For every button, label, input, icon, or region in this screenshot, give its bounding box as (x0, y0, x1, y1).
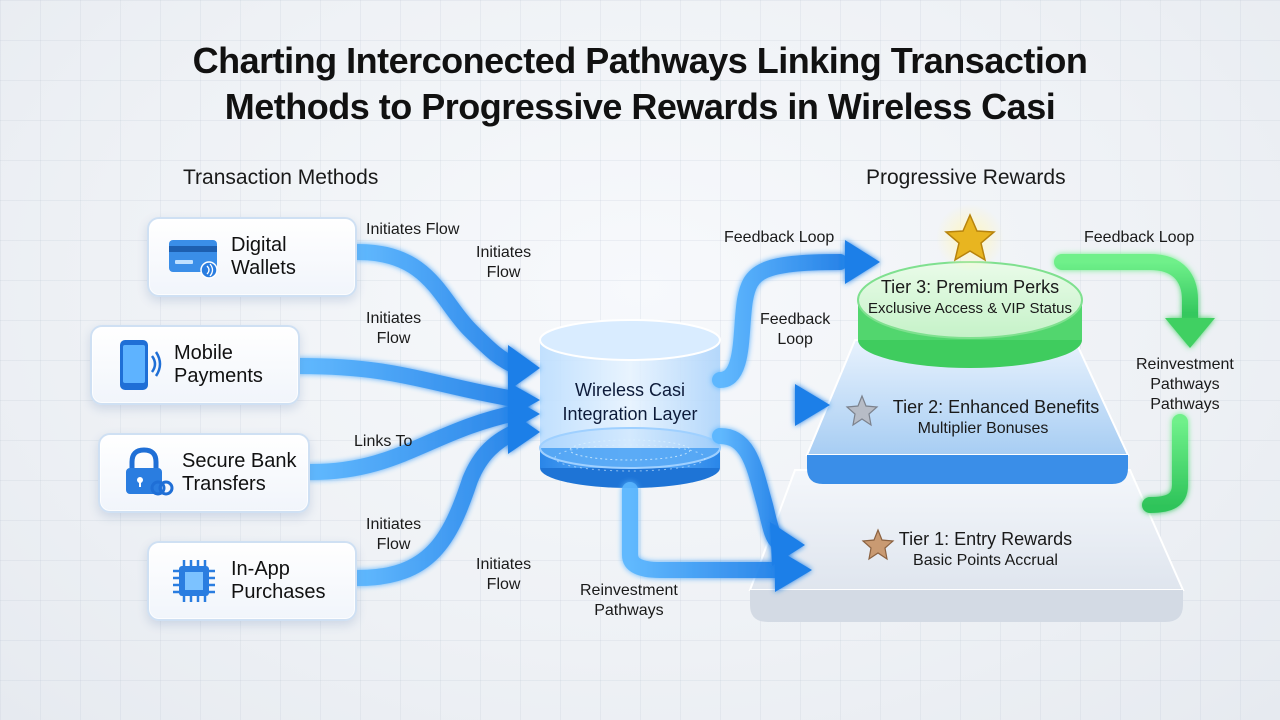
method-label-mobile: Mobile Payments (174, 342, 263, 387)
label-initiates-flow-4: Initiates Flow (366, 516, 422, 553)
tier-1-title: Tier 1: Entry Rewards (898, 529, 1073, 549)
arrowhead-to-tier2 (795, 384, 830, 426)
card-in-app-purchases: In-App Purchases (147, 541, 357, 621)
flow-bank-to-hub (303, 404, 528, 480)
tier-3-label: Tier 3: Premium Perks Exclusive Access &… (864, 276, 1076, 320)
flow-wallets-to-hub (350, 244, 528, 376)
tier-1-platform (748, 469, 1185, 622)
label-initiates-flow-2: Initiates Flow (476, 244, 532, 281)
label-reinvestment-right: Reinvestment Pathways Pathways (1136, 356, 1234, 413)
transaction-methods-heading: Transaction Methods (183, 166, 379, 189)
integration-hub-cylinder (539, 319, 721, 488)
flow-reinvest-green (1142, 414, 1188, 513)
card-digital-wallets: Digital Wallets (147, 217, 357, 297)
tier-2-label: Tier 2: Enhanced Benefits Multiplier Bon… (886, 396, 1106, 440)
label-feedback-loop-3: Feedback Loop (1084, 229, 1195, 246)
tier-1-subtitle: Basic Points Accrual (913, 552, 1058, 569)
chip-icon (163, 550, 225, 612)
flow-mobile-to-hub (292, 358, 528, 408)
bronze-star-icon (861, 528, 895, 561)
page-title: Charting Interconected Pathways Linking … (0, 38, 1280, 130)
label-initiates-flow-3: Initiates Flow (366, 310, 422, 347)
silver-star-icon (845, 394, 879, 427)
label-feedback-loop-2: Feedback Loop (760, 311, 831, 348)
method-label-bank: Secure Bank Transfers (182, 450, 297, 495)
flow-inapp-to-hub (350, 422, 528, 586)
label-initiates-flow-5: Initiates Flow (476, 556, 532, 593)
progressive-rewards-heading: Progressive Rewards (866, 166, 1066, 189)
arrowhead-reinvest-bottom (775, 548, 812, 592)
integration-layer-label: Wireless Casi Integration Layer (562, 380, 698, 424)
flow-hub-to-tier3 (712, 254, 848, 388)
arrowhead-hub-in-bottom (508, 410, 540, 454)
padlock-icon (114, 442, 176, 504)
title-line-2: Methods to Progressive Rewards in Wirele… (224, 86, 1056, 127)
tier-2-title: Tier 2: Enhanced Benefits (892, 397, 1100, 417)
card-secure-bank-transfers: Secure Bank Transfers (98, 433, 310, 513)
card-mobile-payments: Mobile Payments (90, 325, 300, 405)
label-links-to: Links To (354, 433, 413, 450)
label-feedback-loop-1: Feedback Loop (724, 229, 835, 246)
smartphone-icon (106, 334, 168, 396)
title-line-1: Charting Interconected Pathways Linking … (192, 40, 1088, 81)
tier-1-label: Tier 1: Entry Rewards Basic Points Accru… (898, 528, 1073, 572)
tier-2-platform (805, 339, 1130, 484)
flow-hub-to-tier1 (712, 428, 786, 550)
arrowhead-hub-in-top (508, 345, 540, 391)
method-label-inapp: In-App Purchases (231, 558, 326, 603)
label-initiates-flow-1: Initiates Flow (366, 221, 460, 238)
tier-3-title: Tier 3: Premium Perks (880, 277, 1060, 297)
gold-star-icon (936, 204, 1004, 272)
method-label-wallets: Digital Wallets (231, 234, 296, 279)
credit-card-icon (163, 226, 225, 288)
flow-feedback-green (1054, 254, 1198, 326)
tier-2-subtitle: Multiplier Bonuses (917, 420, 1049, 437)
flow-reinvest-bottom (622, 482, 788, 578)
label-reinvestment-bottom: Reinvestment Pathways (580, 582, 678, 619)
tier-3-platform (857, 261, 1083, 368)
arrowhead-to-tier3 (845, 240, 880, 284)
arrowhead-green-down (1165, 318, 1215, 348)
tier-3-subtitle: Exclusive Access & VIP Status (868, 300, 1072, 317)
